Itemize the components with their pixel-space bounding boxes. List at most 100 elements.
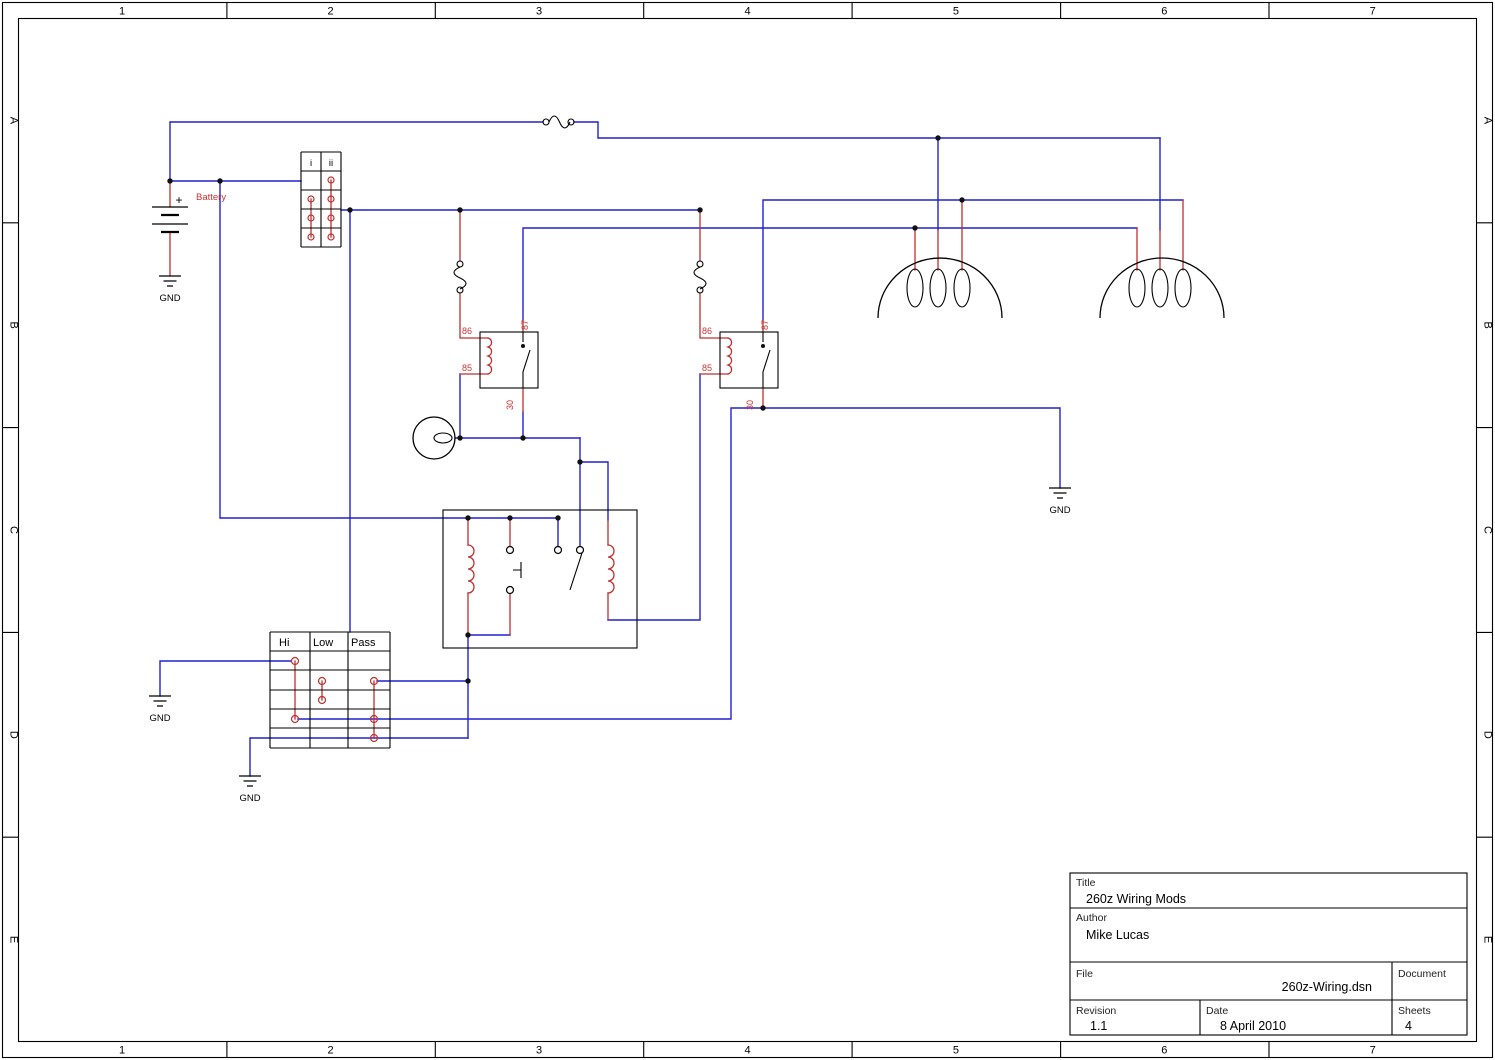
headlamp-dome bbox=[877, 257, 1003, 319]
fuse-right bbox=[693, 260, 707, 294]
connector-col-i-label: i bbox=[310, 158, 312, 169]
connector-grid bbox=[300, 151, 342, 248]
relay-contact bbox=[521, 344, 525, 348]
border-row-label: A bbox=[1482, 117, 1494, 125]
date-value: 8 April 2010 bbox=[1220, 1019, 1286, 1033]
relay-contact bbox=[761, 344, 765, 348]
border-row-label: E bbox=[1482, 936, 1494, 943]
border-row-label: D bbox=[1482, 731, 1494, 739]
switch-grid bbox=[269, 631, 391, 749]
title-block-frame bbox=[1069, 872, 1468, 1036]
pin-label-85: 85 bbox=[462, 363, 472, 373]
border-row-label: A bbox=[8, 117, 20, 125]
author-name: Mike Lucas bbox=[1086, 928, 1149, 942]
border-col-label: 1 bbox=[119, 1045, 125, 1057]
border-col-label: 5 bbox=[953, 6, 959, 18]
relay-switch-arm bbox=[762, 332, 771, 388]
switch-col-hi: Hi bbox=[279, 637, 289, 649]
title-label: Title bbox=[1076, 877, 1096, 889]
ground-symbol-switch-left: GND bbox=[149, 695, 171, 724]
switch-col-pass: Pass bbox=[351, 637, 376, 649]
junction-dots bbox=[167, 135, 965, 684]
pin-label-86: 86 bbox=[702, 326, 712, 336]
filament-coil bbox=[906, 268, 924, 308]
border-inner bbox=[17, 17, 1478, 1043]
border-row-label: B bbox=[8, 322, 20, 329]
gnd-label: GND bbox=[1049, 505, 1070, 516]
relay-right: 86 85 87 30 bbox=[702, 320, 779, 410]
fuse-left bbox=[453, 260, 467, 294]
ground-symbol-switch-bottom: GND bbox=[239, 775, 261, 804]
pin-label-85: 85 bbox=[702, 363, 712, 373]
border-col-label: 2 bbox=[328, 1045, 334, 1057]
sheets-value: 4 bbox=[1405, 1019, 1412, 1033]
pin-label-87: 87 bbox=[520, 320, 530, 330]
title-block: Title 260z Wiring Mods Author Mike Lucas… bbox=[1069, 872, 1468, 1036]
border-col-label: 3 bbox=[536, 1045, 542, 1057]
relay-coil bbox=[725, 337, 733, 375]
pin-label-87: 87 bbox=[760, 320, 770, 330]
relay-coil bbox=[485, 337, 493, 375]
wiring-red bbox=[169, 179, 1184, 739]
headlamp-right bbox=[1099, 257, 1225, 319]
headlamp-dome bbox=[1099, 257, 1225, 319]
switch-terminals bbox=[290, 656, 379, 743]
border-col-label: 7 bbox=[1370, 6, 1376, 18]
box-contact bbox=[505, 545, 515, 555]
relay-body bbox=[719, 331, 779, 389]
file-label: File bbox=[1076, 968, 1093, 980]
border-ticks-right bbox=[1476, 222, 1493, 838]
switch-col-low: Low bbox=[313, 637, 333, 649]
ignition-connector: i ii bbox=[300, 151, 342, 248]
date-label: Date bbox=[1206, 1005, 1228, 1017]
battery-label: Battery bbox=[196, 192, 226, 203]
ground-symbol-right: GND bbox=[1049, 487, 1071, 516]
battery-plus-sign: + bbox=[175, 193, 182, 207]
box-outline bbox=[442, 509, 638, 649]
dimmer-relay-box bbox=[442, 509, 638, 649]
connector-col-ii-label: ii bbox=[329, 158, 333, 169]
border-col-label: 6 bbox=[1161, 1045, 1167, 1057]
filament-coil bbox=[929, 268, 947, 308]
border-col-label: 2 bbox=[328, 6, 334, 18]
border-ticks-bottom bbox=[226, 1041, 1270, 1058]
border-row-label: E bbox=[8, 936, 20, 943]
box-contact bbox=[553, 545, 563, 555]
headlight-switch: Hi Low Pass bbox=[269, 631, 391, 749]
relay-switch-arm bbox=[522, 332, 531, 388]
sheets-label: Sheets bbox=[1398, 1005, 1431, 1017]
border-row-label: D bbox=[8, 731, 20, 739]
revision-label: Revision bbox=[1076, 1005, 1116, 1017]
ground-symbol-battery: GND bbox=[159, 275, 181, 304]
border-ticks-left bbox=[2, 222, 19, 838]
box-coil-right bbox=[607, 544, 615, 594]
box-contact-plates bbox=[513, 562, 522, 578]
border-row-label: B bbox=[1482, 322, 1494, 329]
filament-coil bbox=[1174, 268, 1192, 308]
connector-terminals bbox=[307, 176, 335, 241]
title-block-dividers bbox=[1070, 907, 1467, 1035]
border-col-label: 6 bbox=[1161, 6, 1167, 18]
filament-coil bbox=[953, 268, 971, 308]
battery: + Battery bbox=[152, 192, 226, 234]
gnd-label: GND bbox=[239, 793, 260, 804]
border-row-label: C bbox=[8, 526, 20, 534]
battery-plates bbox=[152, 206, 188, 234]
relay-left: 86 85 87 30 bbox=[462, 320, 539, 410]
filament-coil bbox=[1128, 268, 1146, 308]
document-label: Document bbox=[1398, 968, 1446, 980]
author-label: Author bbox=[1076, 912, 1107, 924]
box-contact bbox=[505, 585, 515, 595]
border-col-label: 7 bbox=[1370, 1045, 1376, 1057]
filament-coil bbox=[1151, 268, 1169, 308]
indicator-lamp bbox=[412, 416, 456, 460]
pin-label-30: 30 bbox=[505, 400, 515, 410]
file-name: 260z-Wiring.dsn bbox=[1282, 980, 1372, 994]
border-col-label: 4 bbox=[744, 1045, 750, 1057]
box-switch-arm bbox=[569, 552, 583, 591]
border-row-label: C bbox=[1482, 526, 1494, 534]
revision-value: 1.1 bbox=[1090, 1019, 1107, 1033]
